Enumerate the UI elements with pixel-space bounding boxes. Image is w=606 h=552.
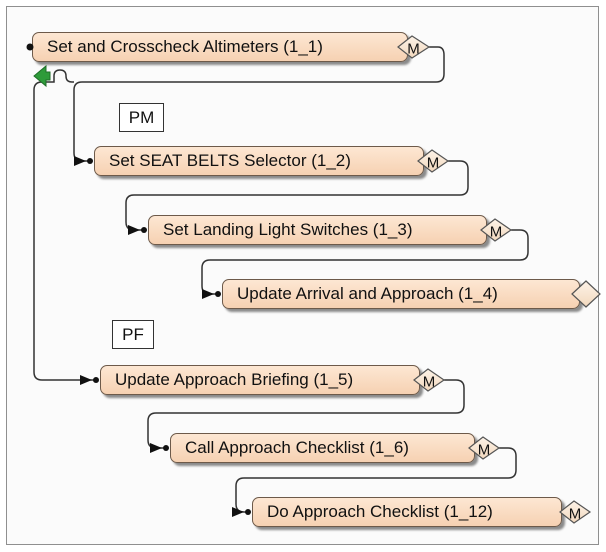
connector-1-5-to-1-6 [147, 379, 465, 449]
diamond-marker-label: M [427, 155, 440, 172]
connector-lines [33, 46, 529, 513]
diamond-port-1-1[interactable]: M [397, 35, 431, 59]
connector-1-2-to-1-3 [125, 160, 469, 231]
diamond-port-1-3[interactable]: M [480, 218, 513, 242]
role-label-pf: PF [112, 320, 154, 349]
diamond-marker-label: M [478, 442, 491, 459]
task-node-1-1[interactable]: Set and Crosscheck Altimeters (1_1) [32, 32, 408, 62]
task-node-label: Update Arrival and Approach (1_4) [237, 284, 498, 303]
arrowhead-icon [150, 443, 169, 453]
branch-icon[interactable] [33, 64, 51, 88]
diamond-port-1-12[interactable]: M [559, 500, 592, 524]
task-node-label: Set SEAT BELTS Selector (1_2) [109, 151, 351, 170]
diamond-ports: M M M M M M [397, 35, 601, 524]
task-node-1-2[interactable]: Set SEAT BELTS Selector (1_2) [94, 146, 424, 176]
task-node-1-3[interactable]: Set Landing Light Switches (1_3) [148, 215, 487, 245]
arrowhead-icon [128, 225, 147, 235]
arrowhead-icon [74, 156, 93, 166]
task-node-label: Call Approach Checklist (1_6) [185, 438, 409, 457]
arrowhead-icon [202, 289, 221, 299]
connector-1-1-to-1-2 [73, 46, 445, 162]
connector-1-3-to-1-4 [201, 229, 529, 295]
diamond-port-1-6[interactable]: M [468, 436, 501, 460]
diamond-marker-label: M [490, 224, 503, 241]
task-node-label: Set and Crosscheck Altimeters (1_1) [47, 37, 323, 56]
connector-1-6-to-1-12 [235, 447, 517, 513]
task-node-label: Update Approach Briefing (1_5) [115, 370, 354, 389]
task-node-1-6[interactable]: Call Approach Checklist (1_6) [170, 433, 475, 463]
task-node-1-5[interactable]: Update Approach Briefing (1_5) [100, 365, 420, 395]
arrowhead-icon [232, 507, 251, 517]
task-node-1-12[interactable]: Do Approach Checklist (1_12) [252, 497, 562, 527]
diamond-port-1-2[interactable]: M [417, 149, 450, 173]
diamond-port-1-4[interactable] [571, 280, 601, 308]
incoming-arrowheads [26, 43, 251, 517]
diamond-marker-label: M [569, 506, 582, 523]
role-label-pm: PM [119, 103, 164, 132]
task-node-label: Set Landing Light Switches (1_3) [163, 220, 413, 239]
diamond-marker-label: M [423, 374, 436, 391]
connector-1-1-to-1-5 [33, 69, 98, 381]
diamond-port-1-5[interactable]: M [413, 368, 446, 392]
start-dot-icon [26, 43, 34, 51]
diamond-marker-label: M [407, 41, 420, 58]
task-node-label: Do Approach Checklist (1_12) [267, 502, 493, 521]
arrowhead-icon [80, 375, 99, 385]
